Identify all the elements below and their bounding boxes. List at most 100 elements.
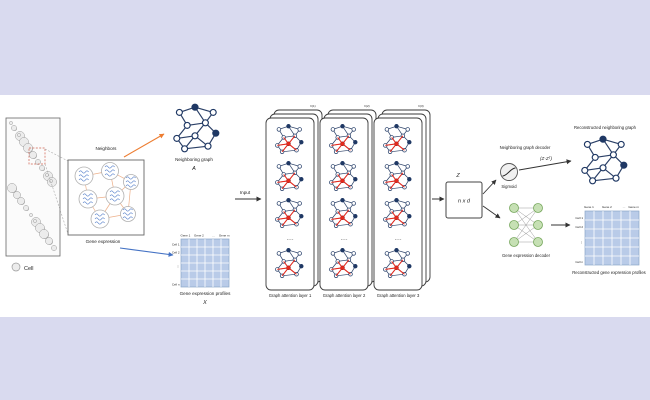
rna-squiggle (94, 221, 105, 225)
cell-legend-label: Cell (24, 266, 33, 272)
recon-graph-network (581, 135, 628, 185)
sigmoid-to-recon-graph-arrow (518, 159, 572, 171)
nn-node (533, 220, 543, 230)
sigmoid-label: Sigmoid (501, 184, 517, 189)
recon-row-header-2: Cell 2 (575, 225, 583, 229)
tissue-cell (35, 159, 41, 165)
recon-profiles-title: Reconstructed gene expression profiles (572, 270, 646, 275)
nn-node (533, 237, 543, 247)
rna-squiggle (125, 180, 136, 184)
gat-layer-2-label: Graph attention layer 2 (323, 293, 366, 298)
cell-circle (78, 189, 98, 209)
neighbor-decoder-title: Neighboring graph decoder (500, 145, 551, 150)
recon-col-header-ellipsis: … (623, 205, 626, 209)
rna-squiggle (104, 165, 115, 169)
rna-squiggle (94, 213, 105, 217)
tissue-cell (13, 191, 21, 199)
zoom-cells (74, 162, 139, 229)
recon-col-header-1: Gene 1 (584, 205, 594, 209)
gene-profiles-title: Gene expression profiles (180, 291, 232, 296)
rna-squiggle (109, 198, 120, 202)
graph-attention-stacks (265, 109, 431, 291)
gene-expression-decoder-network (509, 203, 543, 247)
stack2-dots: ···· (340, 237, 347, 243)
nn-edge (513, 207, 539, 226)
zoom-connector-bottom (44, 163, 69, 235)
gat-layer-3-label: Graph attention layer 3 (377, 293, 420, 298)
x-col-header-m: Gene m (219, 234, 230, 238)
rna-squiggle (104, 169, 115, 173)
tissue-cell (17, 133, 21, 137)
gene-expression-label: Gene expression (86, 239, 121, 244)
neighboring-graph-network (173, 103, 220, 153)
h1-label: h(1) (310, 104, 315, 108)
tissue-cell (45, 237, 53, 245)
rna-squiggle (104, 173, 115, 177)
h2-label: h(2) (364, 104, 369, 108)
neighboring-graph-title: Neighboring graph (175, 157, 213, 162)
cell-circle (120, 206, 136, 222)
rna-squiggle (82, 193, 93, 197)
cell-circle (101, 162, 119, 180)
gat-layer-stack-1 (265, 109, 323, 291)
tissue-cell (39, 165, 45, 171)
rna-squiggle (125, 176, 136, 180)
neighbors-arrow (123, 133, 165, 158)
rna-squiggle (109, 190, 120, 194)
x-col-header-ellipsis: … (212, 234, 215, 238)
x-col-header-1: Gene 1 (181, 234, 191, 238)
recon-row-header-n: Cell n (575, 260, 583, 264)
rna-squiggle (78, 178, 89, 182)
h3-label: h(3) (418, 104, 423, 108)
x-row-header-1: Cell 1 (172, 243, 180, 247)
rna-squiggle (122, 208, 133, 212)
zoom-connector-top (44, 148, 69, 162)
latent-symbol: Z (455, 173, 460, 179)
stack1-dots: ···· (286, 237, 293, 243)
rna-squiggle (94, 217, 105, 221)
gene-decoder-title: Gene expression decoder (502, 253, 551, 258)
tissue-zoom-region (28, 147, 46, 165)
rna-squiggle (82, 201, 93, 205)
rna-squiggle (82, 197, 93, 201)
nn-node (509, 220, 519, 230)
nn-node (533, 203, 543, 213)
sigmoid-curve (502, 167, 516, 177)
tissue-cell (17, 197, 25, 205)
tissue-cell (51, 245, 57, 251)
recon-col-header-2: Gene 2 (602, 205, 612, 209)
gat-layer-stack-3 (373, 109, 431, 291)
tissue-cell (49, 179, 53, 183)
input-label: Input (240, 190, 251, 195)
stack3-dots: ···· (394, 237, 401, 243)
neighboring-graph (173, 103, 220, 153)
rna-squiggle (125, 184, 136, 188)
gene-expression-matrix (180, 238, 230, 288)
tissue-cell (33, 219, 37, 223)
tissue-cell (11, 125, 17, 131)
layer-sheet (265, 117, 315, 291)
latent-to-neighbor-decoder-arrow (482, 179, 497, 195)
latent-box (445, 181, 483, 219)
gat-layer-1-label: Graph attention layer 1 (269, 293, 312, 298)
recon-row-header-1: Cell 1 (575, 216, 583, 220)
tissue-cell (23, 143, 33, 153)
cell-circle (105, 186, 125, 206)
cell-circle (123, 174, 139, 190)
layer-sheet (373, 117, 423, 291)
gat-layer-stack-2 (319, 109, 377, 291)
gene-expression-arrow (119, 247, 174, 257)
tissue-cell (7, 183, 17, 193)
cell-legend-icon (11, 262, 21, 272)
recon-row-header-ellipsis: ⋮ (580, 240, 583, 244)
gene-profiles-symbol: X (202, 300, 207, 306)
neighboring-graph-symbol: A (191, 166, 196, 172)
latent-dims-label: n x d (458, 199, 471, 205)
x-row-header-ellipsis: ⋮ (177, 264, 180, 268)
zzt-formula: (Z·Zᵀ) (540, 156, 552, 161)
cell-circle (74, 166, 94, 186)
tissue-cell (29, 151, 37, 159)
x-col-header-2: Gene 2 (194, 234, 204, 238)
